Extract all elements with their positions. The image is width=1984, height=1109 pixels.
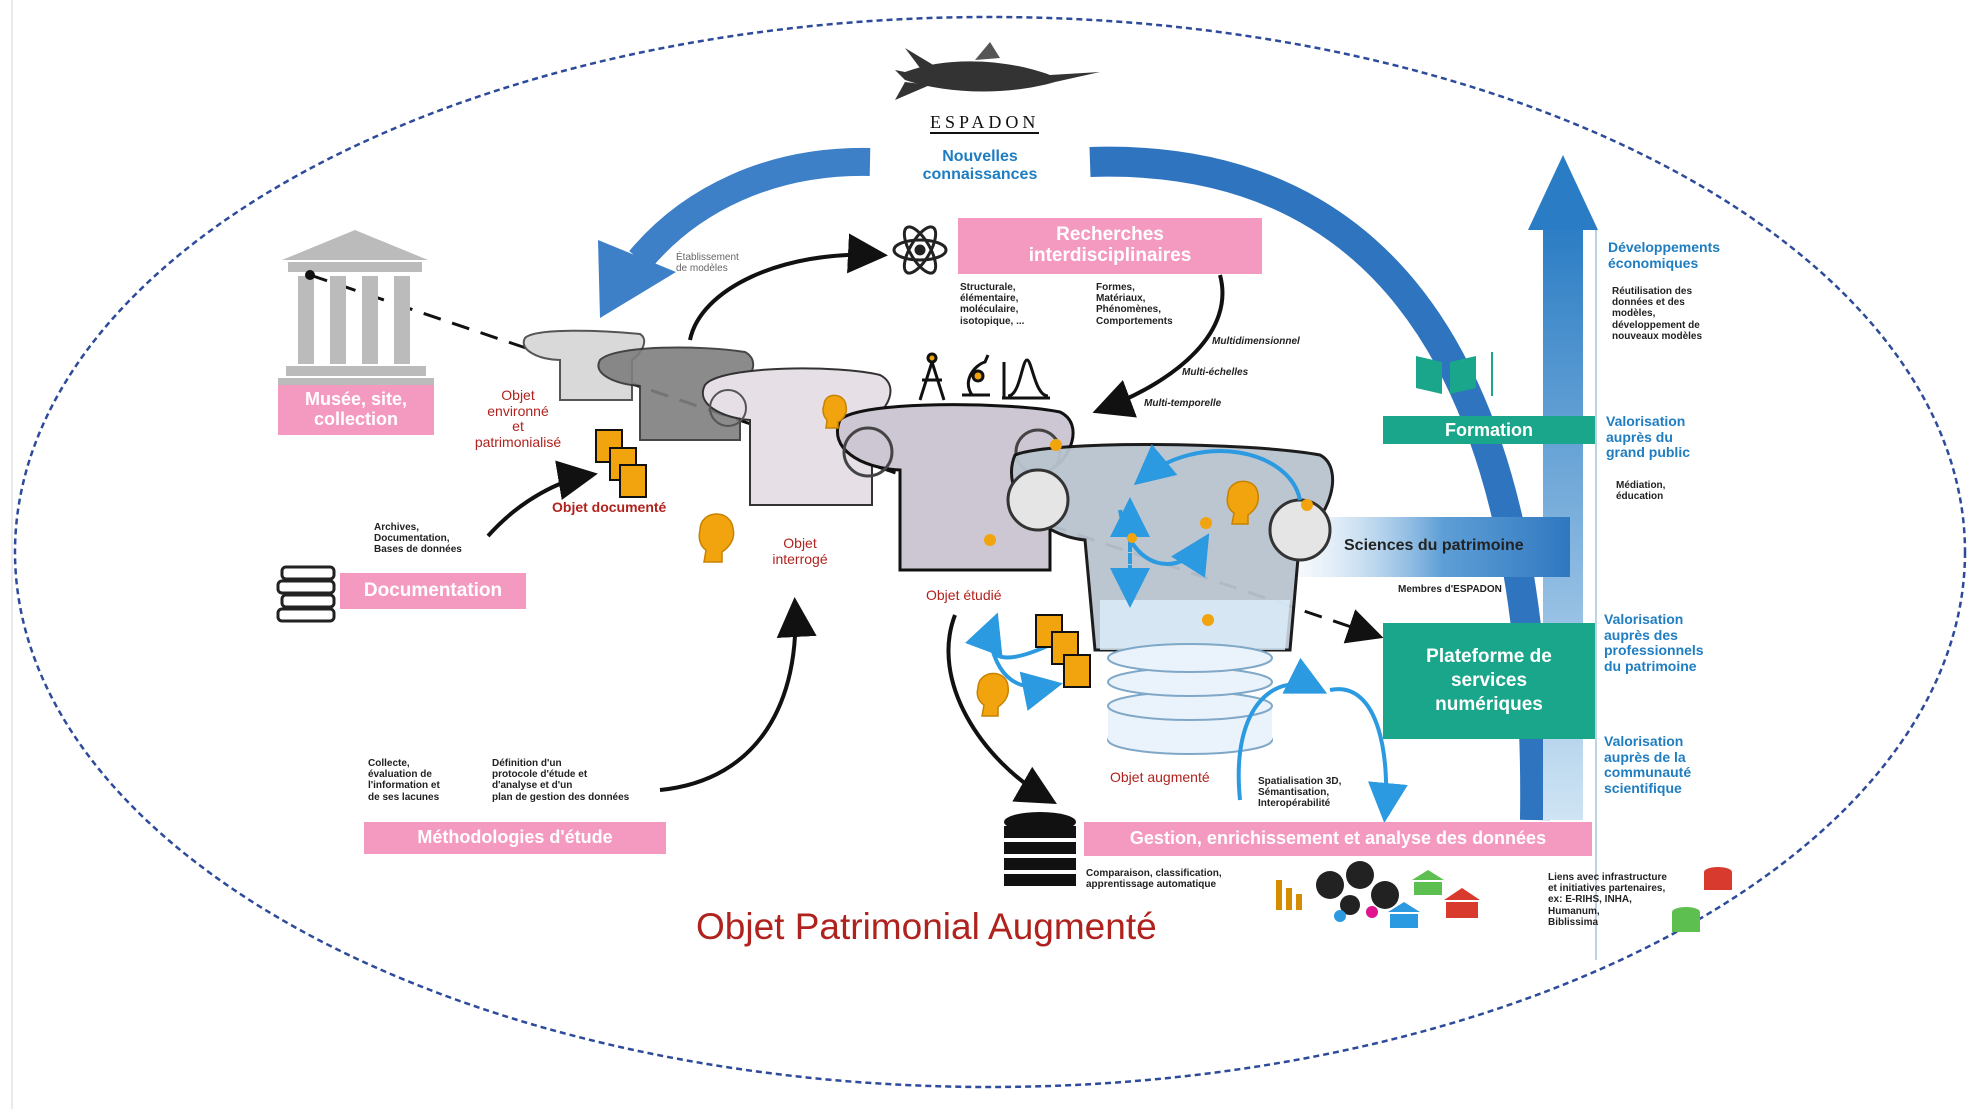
black-flow-arrows [486, 233, 1225, 804]
knowledge-arrowhead [598, 240, 676, 318]
person-head-icons [698, 394, 1260, 717]
knowledge-arc-left [629, 147, 871, 270]
capital-stage-1 [522, 329, 646, 401]
nouvelles-connaissances-label: Nouvelles connaissances [922, 148, 1038, 183]
multi-echelles-label: Multi-échelles [1182, 367, 1249, 378]
gestion-methods: Comparaison, classification, apprentissa… [1086, 868, 1222, 891]
grand-public-title: Valorisation auprès du grand public [1606, 413, 1690, 461]
methodologies-col1: Collecte, évaluation de l'information et… [368, 758, 440, 803]
objet-interroge-label: Objet interrogé [772, 535, 828, 567]
objet-etudie-label: Objet étudié [926, 587, 1002, 603]
blue-flow-arrows [965, 444, 1408, 823]
institution-icons [1388, 867, 1732, 932]
methodologies-box: Méthodologies d'étude [364, 822, 666, 854]
boundary-ellipse [13, 15, 1967, 1089]
valorisation-arrowhead [1528, 155, 1598, 230]
gestion-box: Gestion, enrichissement et analyse des d… [1084, 822, 1592, 856]
methodologies-col2: Définition d'un protocole d'étude et d'a… [492, 758, 630, 803]
musee-box: Musée, site, collection [278, 385, 434, 435]
formation-box: Formation [1383, 416, 1595, 444]
multi-temporelle-label: Multi-temporelle [1144, 398, 1222, 409]
communaute-scientifique-title: Valorisation auprès de la communauté sci… [1604, 733, 1692, 797]
sciences-patrimoine-label: Sciences du patrimoine [1344, 537, 1524, 554]
network-icons [1276, 861, 1399, 922]
timeline-start-dot [305, 270, 315, 280]
museum-icon [278, 230, 434, 388]
documentation-sources: Archives, Documentation, Bases de donnée… [374, 522, 462, 556]
augmented-data-stack [1107, 643, 1273, 755]
recherches-box: Recherches interdisciplinaires [958, 218, 1262, 274]
espadon-logo-fish [895, 42, 1100, 100]
instrument-icons [918, 352, 1050, 401]
multidimensionnel-label: Multidimensionnel [1212, 336, 1300, 347]
open-book-icon [1416, 352, 1493, 396]
plateforme-box: Plateforme de services numériques [1383, 623, 1595, 739]
recherches-col2: Formes, Matériaux, Phénomènes, Comportem… [1096, 282, 1173, 327]
documentation-box: Documentation [340, 573, 526, 609]
objet-environne-label: Objet environné et patrimonialisé [474, 387, 562, 451]
orange-dots [984, 439, 1313, 626]
gestion-spatial: Spatialisation 3D, Sémantisation, Intero… [1258, 776, 1342, 810]
dev-economiques-detail: Réutilisation des données et des modèles… [1612, 286, 1703, 342]
etablissement-modeles-label: Établissement de modèles [676, 252, 739, 275]
objet-documente-label: Objet documenté [552, 499, 667, 515]
professionnels-title: Valorisation auprès des professionnels d… [1604, 611, 1704, 675]
atom-icon [892, 225, 948, 275]
objet-augmente-label: Objet augmenté [1110, 769, 1210, 785]
dev-economiques-title: Développements économiques [1608, 239, 1721, 271]
capital-stage-2 [597, 346, 755, 441]
database-icon [1004, 812, 1076, 886]
books-icon [276, 565, 336, 623]
liens-infrastructure: Liens avec infrastructure et initiatives… [1548, 872, 1667, 928]
recherches-col1: Structurale, élémentaire, moléculaire, i… [960, 282, 1025, 327]
document-icons [595, 429, 1091, 688]
membres-espadon-label: Membres d'ESPADON [1398, 584, 1502, 595]
grand-public-detail: Médiation, éducation [1616, 480, 1666, 503]
espadon-logo-caption: ESPADON [930, 112, 1040, 135]
main-title: Objet Patrimonial Augmenté [696, 906, 1157, 947]
